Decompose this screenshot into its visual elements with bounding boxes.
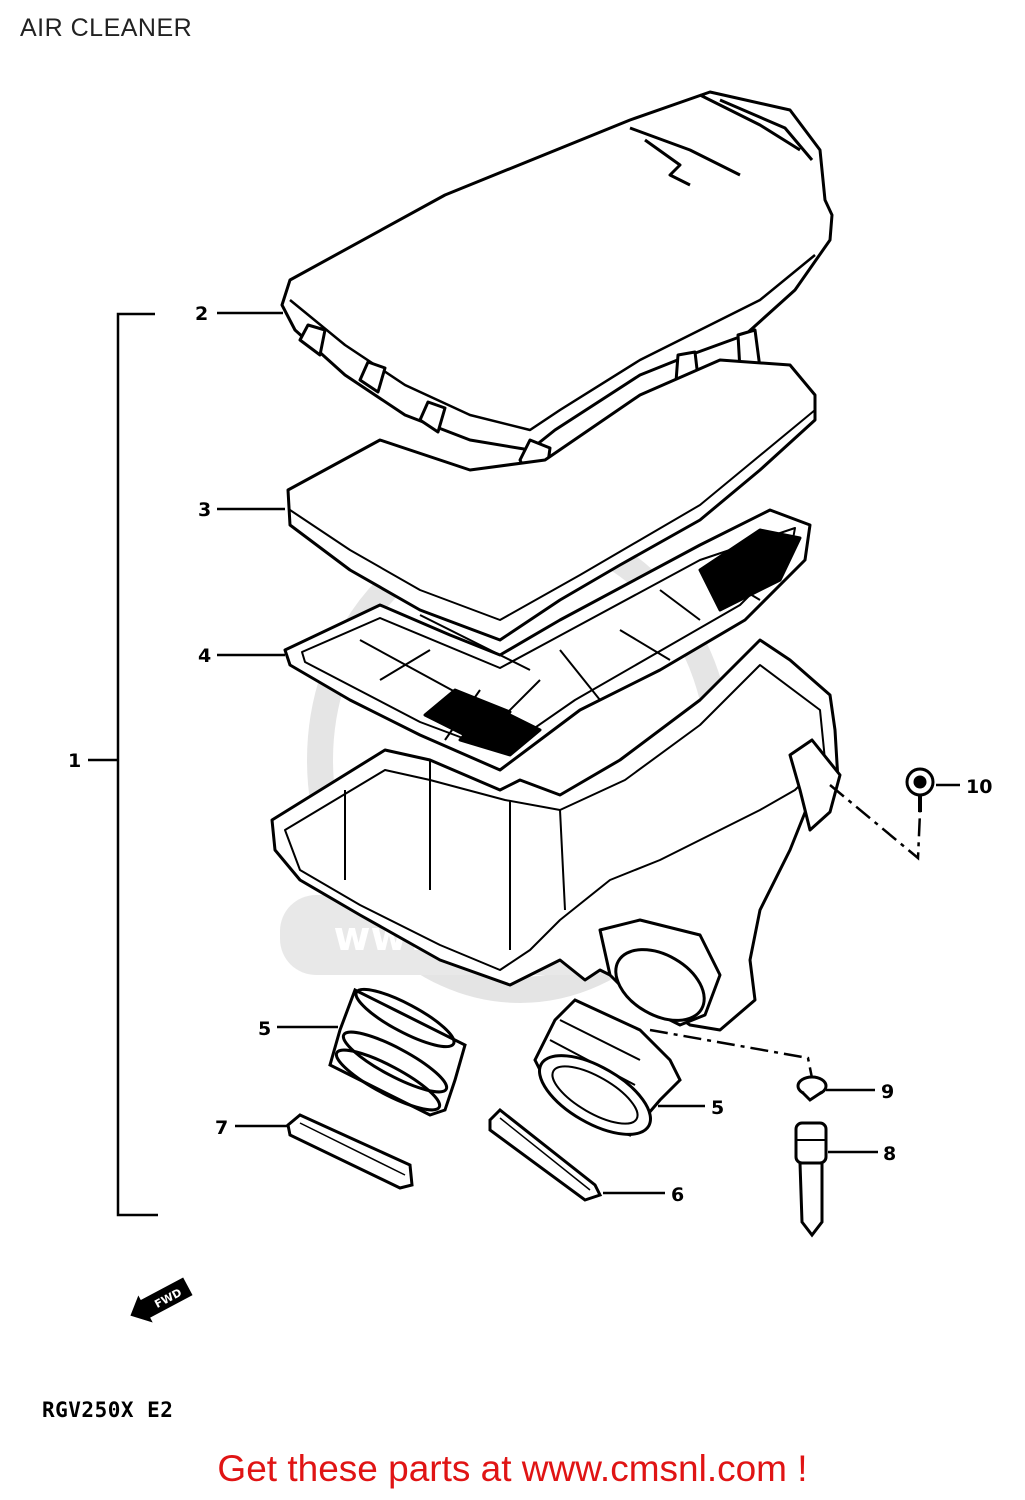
model-code: RGV250X E2 (42, 1398, 174, 1422)
part-outlet-tube-right (533, 998, 682, 1137)
assembly-lines (649, 784, 922, 1079)
callout-2: 2 (195, 303, 208, 325)
callout-5-left: 5 (258, 1018, 271, 1040)
callout-9: 9 (881, 1081, 894, 1103)
callout-7: 7 (215, 1117, 228, 1139)
part-element-holder (283, 508, 812, 772)
callout-1: 1 (68, 750, 81, 772)
fwd-arrow-icon: FWD (130, 1277, 193, 1323)
callout-10: 10 (966, 776, 992, 798)
part-outlet-tube-left (328, 987, 467, 1117)
part-drain-plug (794, 1121, 828, 1238)
part-clip (796, 1075, 828, 1102)
exploded-parts-diagram: www.cmsnl.com (68, 90, 992, 1323)
part-cap (280, 90, 834, 492)
page-title: AIR CLEANER (20, 14, 193, 42)
part-screw (905, 767, 935, 812)
callout-6: 6 (671, 1184, 684, 1206)
callout-5-right: 5 (711, 1097, 724, 1119)
get-parts-link[interactable]: Get these parts at www.cmsnl.com ! (217, 1448, 808, 1489)
assembly-bracket (88, 312, 158, 1217)
callout-8: 8 (883, 1143, 896, 1165)
callout-4: 4 (198, 645, 211, 667)
part-clamp-7 (286, 1113, 414, 1190)
leader-lines (217, 311, 960, 1195)
part-clamp-6 (488, 1107, 603, 1202)
callout-3: 3 (198, 499, 211, 521)
part-case (270, 638, 842, 1032)
part-element (286, 358, 817, 642)
